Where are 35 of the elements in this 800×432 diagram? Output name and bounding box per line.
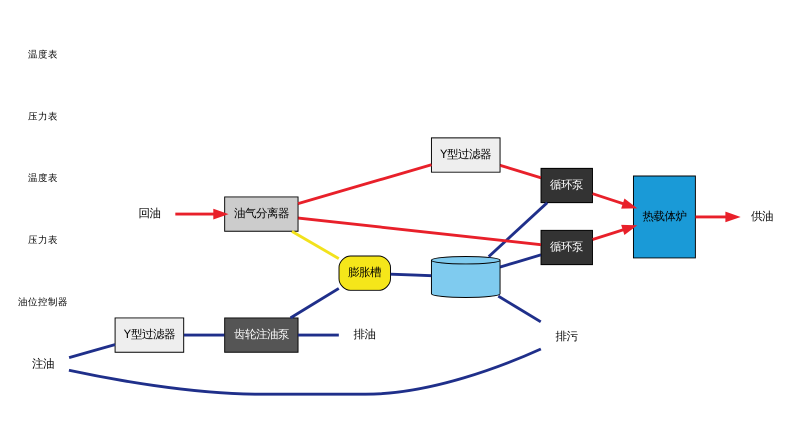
arrow [695,212,741,222]
node-text: 回油 [138,206,160,220]
connector [68,348,542,396]
connector [298,163,432,206]
connector [68,343,116,359]
connector [298,216,541,246]
node-box: 热载体炉 [632,176,696,258]
node-box: 齿轮注油泵 [224,317,299,353]
arrow [592,192,638,209]
label: 压力表 [28,111,58,122]
connector [290,287,340,320]
label: 压力表 [28,235,58,246]
node-box: Y型过滤器 [114,317,184,353]
node-box: 膨胀槽 [338,256,391,291]
node-box: 循环泵 [540,168,593,204]
node-text: 排油 [354,327,376,342]
label: 温度表 [28,173,58,184]
connector [291,230,340,260]
connector [500,164,542,180]
node-text: 注油 [32,356,54,371]
connector [498,294,542,324]
connector [184,334,224,337]
node-box: Y型过滤器 [430,137,501,173]
connector [488,202,548,258]
label: 温度表 [28,49,58,60]
node-box: 循环泵 [540,230,593,266]
node-text: 排污 [556,328,578,343]
connector [298,334,339,337]
label: 油位控制器 [18,297,68,308]
node-text: 供油 [751,208,774,223]
arrow [175,208,229,220]
arrow [592,224,638,241]
connector [500,254,542,268]
node-box: 油气分离器 [224,196,299,232]
connector [390,272,432,278]
